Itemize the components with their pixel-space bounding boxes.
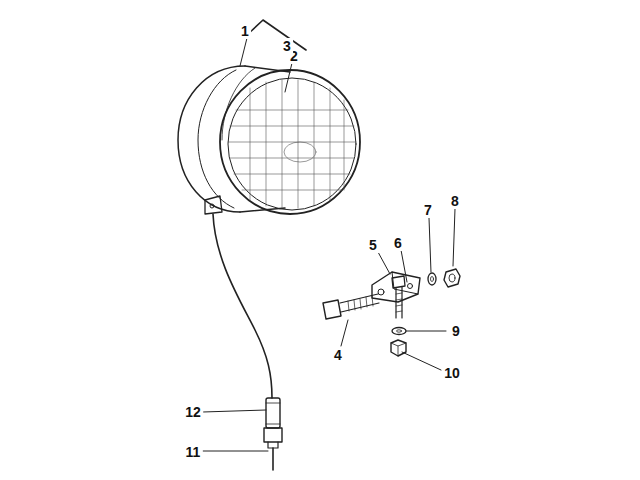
mounting-tab — [205, 196, 222, 214]
washer — [428, 273, 436, 285]
callout-number: 6 — [392, 235, 404, 251]
callout-number: 1 — [239, 23, 251, 39]
washer — [392, 328, 406, 335]
callout-number: 5 — [367, 237, 379, 253]
callout-number: 11 — [184, 444, 203, 460]
callout-number: 8 — [449, 193, 461, 209]
lens-pattern — [228, 80, 356, 208]
bolt — [323, 294, 379, 319]
callout-number: 7 — [422, 202, 434, 218]
plug-connector — [264, 398, 282, 470]
washer-hole — [431, 277, 434, 282]
nut — [391, 340, 406, 356]
lamp-housing — [178, 66, 360, 214]
leader-lines — [203, 38, 455, 451]
group-bracket — [248, 20, 306, 50]
callout-number: 12 — [183, 404, 203, 420]
washer-hole — [397, 330, 402, 332]
nut — [444, 269, 460, 287]
callout-number: 10 — [442, 365, 462, 381]
tab-hole — [210, 204, 214, 208]
cable — [213, 214, 272, 398]
bolt-vertical — [392, 276, 405, 318]
callout-number: 3 — [281, 38, 293, 54]
callout-number: 9 — [450, 323, 462, 339]
callout-number: 4 — [332, 347, 344, 363]
